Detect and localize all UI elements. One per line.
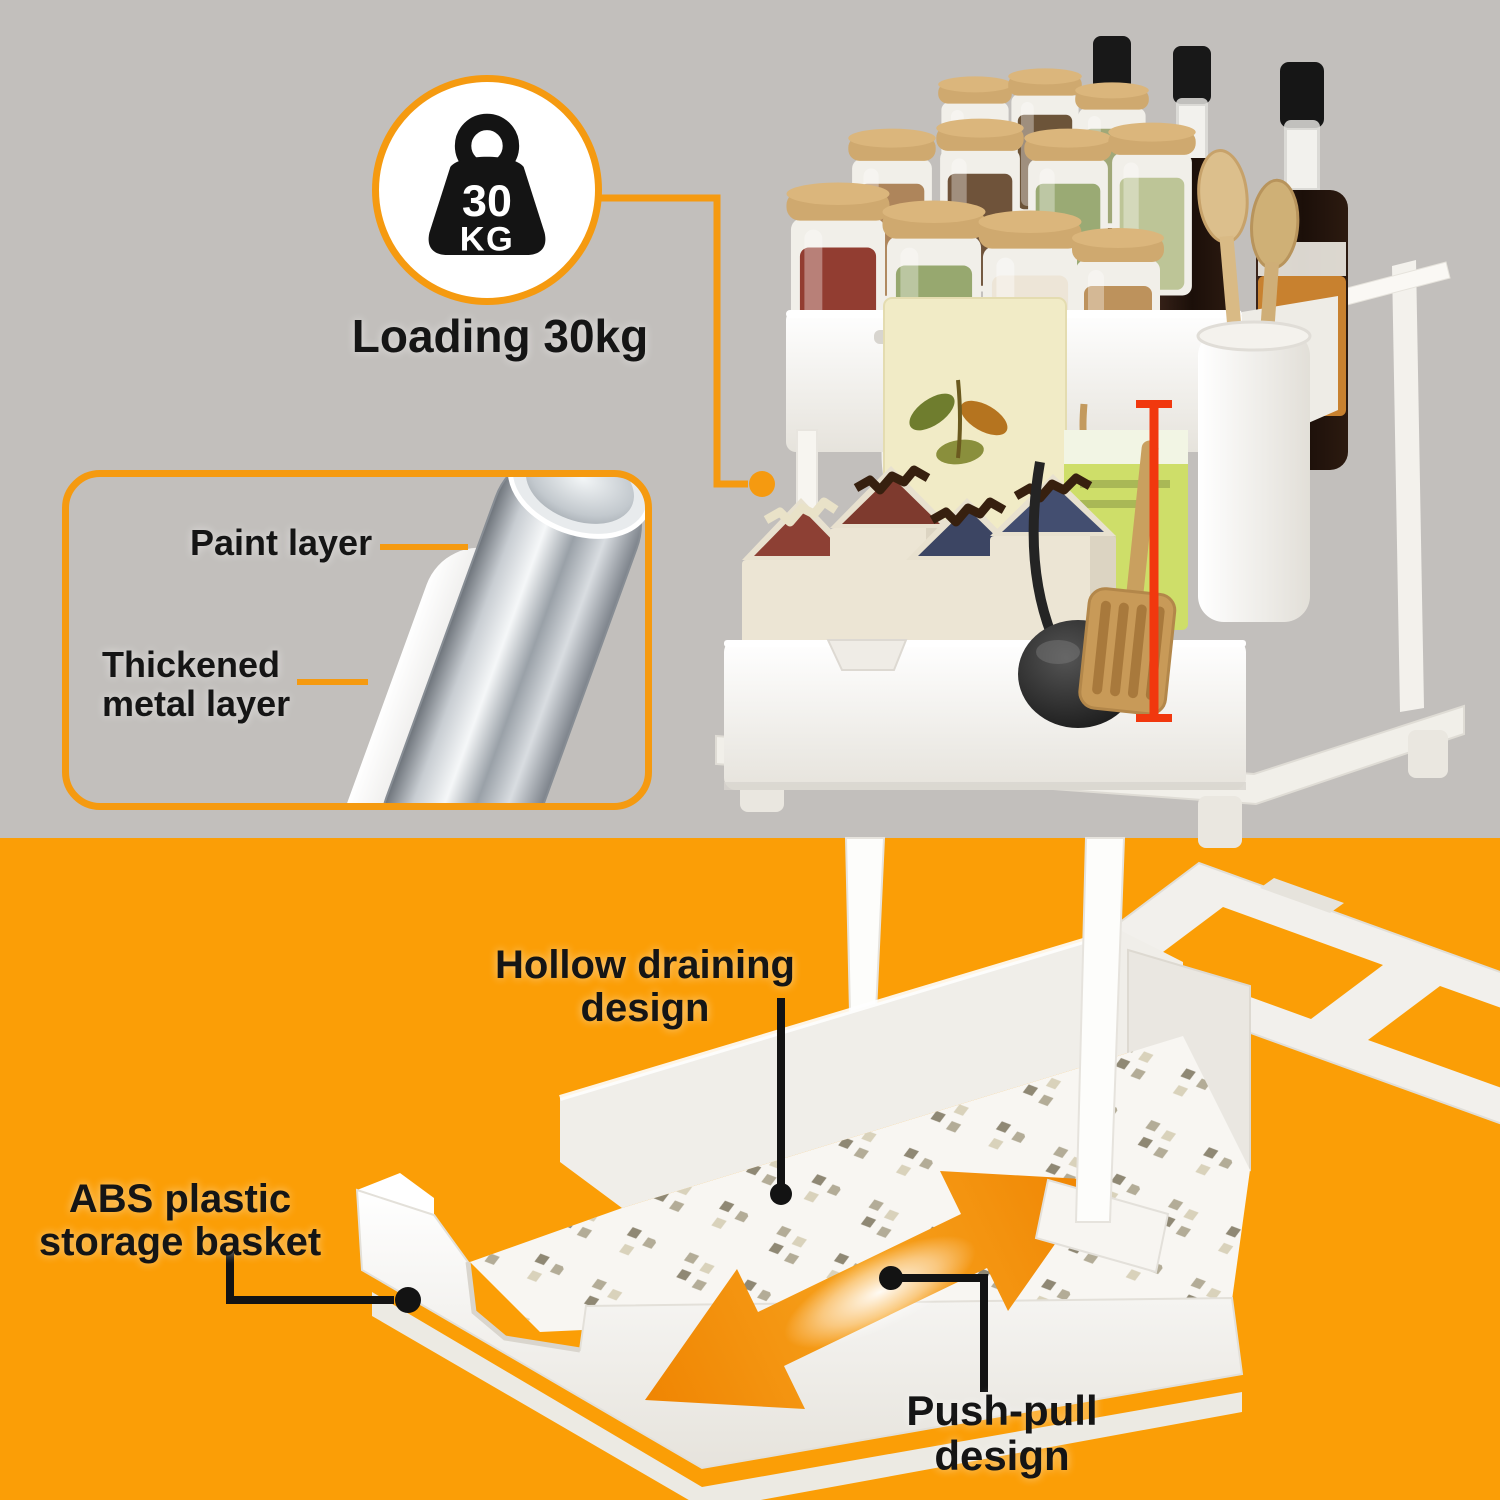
badge-value: 30	[462, 175, 512, 226]
load-leader-line	[596, 194, 775, 497]
push-pull-arrow	[645, 1171, 1100, 1409]
push-pull-pointer-dot	[879, 1266, 903, 1290]
hollow-draining-label: Hollow draining design	[495, 943, 795, 1031]
paint-layer-label: Paint layer	[190, 522, 373, 563]
hollow-drain-holes	[470, 1036, 1250, 1332]
hollow-pointer-dot	[770, 1183, 792, 1205]
metal-layer-label: Thickened metal layer	[102, 644, 291, 724]
badge-unit: KG	[460, 221, 515, 259]
draining-basket	[355, 927, 1251, 1500]
pipe-callout-box	[62, 470, 652, 810]
leaf-print	[909, 379, 1008, 465]
organizer-product-photo	[715, 36, 1465, 848]
leader-dot	[749, 471, 775, 497]
left-frame-pole	[844, 837, 886, 1013]
utensil-cup	[1196, 149, 1312, 622]
callout-pointer-lines	[297, 544, 468, 685]
right-frame-pole	[1034, 837, 1170, 1274]
slide-basket-photo	[226, 837, 1500, 1500]
slide-rail-frame	[1060, 861, 1500, 1125]
weight-30kg-icon: 30 KG	[428, 113, 546, 259]
pipe-cross-section-illustration	[331, 474, 648, 806]
loading-caption: Loading 30kg	[351, 310, 649, 362]
abs-pointer-dot	[395, 1287, 421, 1313]
load-capacity-badge: 30 KG	[372, 75, 602, 305]
red-height-line	[1136, 400, 1172, 722]
annotation-lines	[226, 998, 988, 1392]
push-pull-label: Push-pull design	[906, 1387, 1098, 1480]
abs-basket-label: ABS plastic storage basket	[38, 1177, 322, 1265]
